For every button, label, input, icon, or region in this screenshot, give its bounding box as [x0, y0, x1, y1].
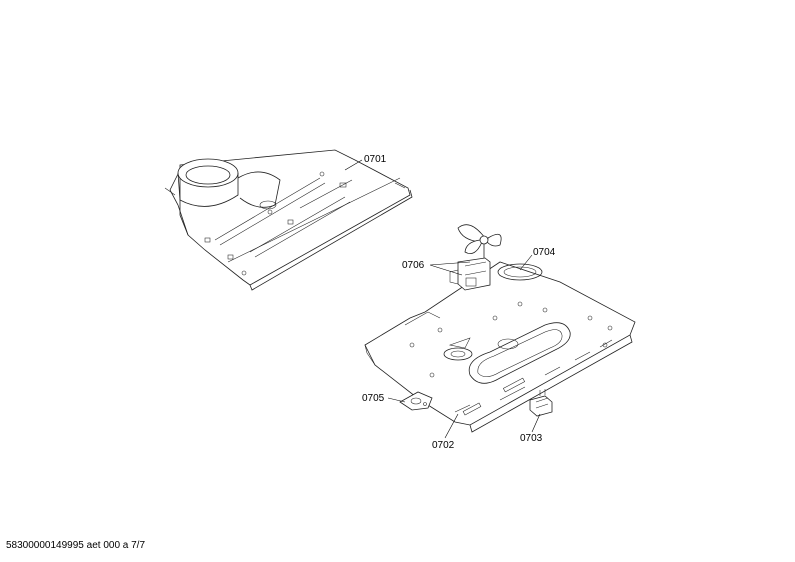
label-0704: 0704	[533, 247, 556, 258]
label-0701: 0701	[364, 154, 387, 165]
label-0703: 0703	[520, 433, 543, 444]
part-0706-fan-motor	[449, 224, 502, 291]
document-id-footer: 58300000149995 aet 000 a 7/7	[6, 540, 146, 551]
part-0704-base-plate	[364, 261, 636, 433]
part-0703-switch	[529, 389, 553, 417]
part-0702-sensor	[454, 404, 471, 413]
label-0706: 0706	[402, 260, 425, 271]
leader-lines	[344, 159, 541, 439]
label-0702: 0702	[432, 440, 455, 451]
part-0705-bracket	[399, 391, 433, 411]
label-0705: 0705	[362, 393, 385, 404]
part-0701-duct-cover	[164, 149, 413, 291]
